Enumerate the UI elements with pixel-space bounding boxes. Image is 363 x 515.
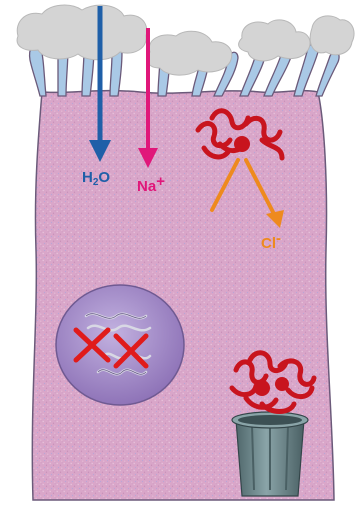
trash-can-icon	[232, 412, 308, 496]
nucleus	[56, 285, 184, 405]
